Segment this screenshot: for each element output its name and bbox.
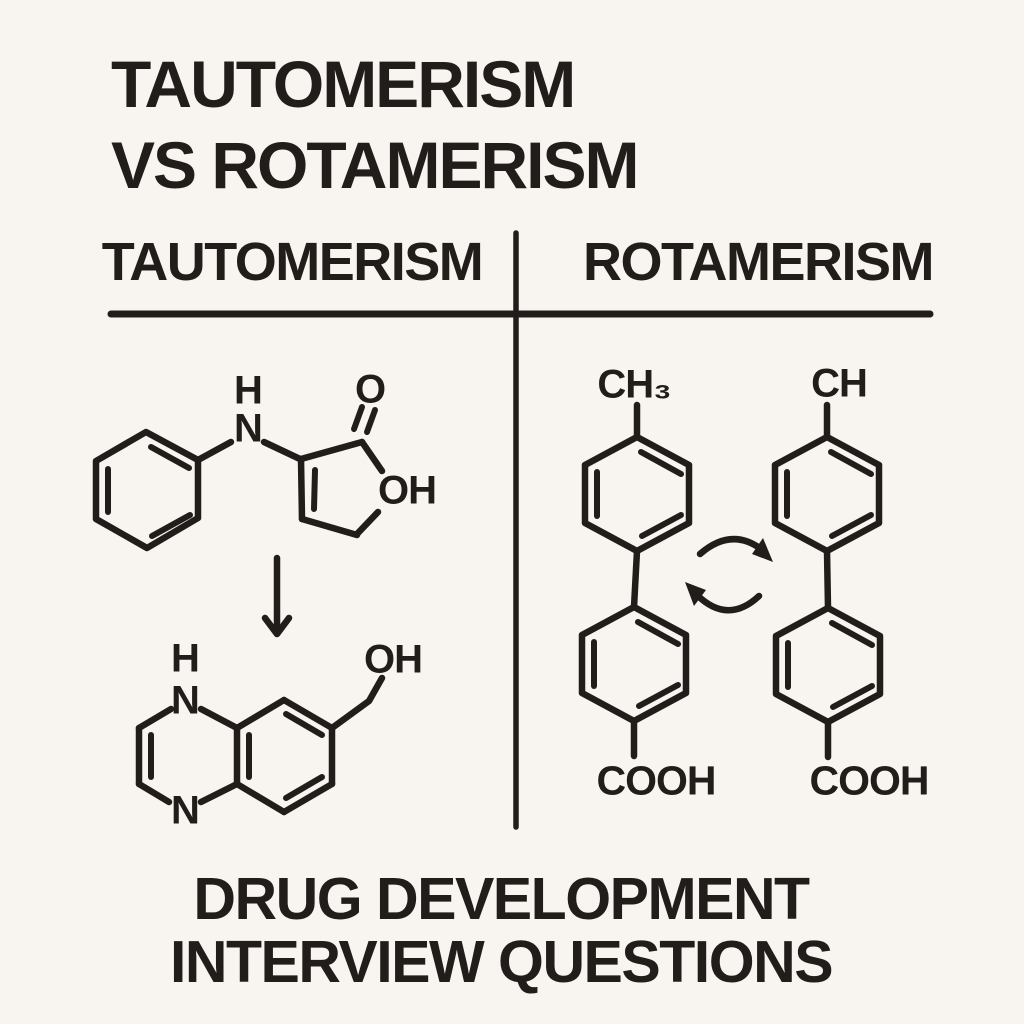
rotamer-b-cooh-label: COOH (809, 757, 930, 804)
rotamer-a-cooh-label: COOH (596, 757, 717, 804)
poster-title: TAUTOMERISM VS ROTAMERISM (111, 44, 639, 206)
caption-line-1: DRUG DEVELOPMENT (193, 866, 810, 932)
furanone-ring (297, 404, 386, 539)
title-line-2: VS ROTAMERISM (111, 128, 639, 202)
caption-line-2: INTERVIEW QUESTIONS (169, 929, 834, 995)
rotamer-a-ch3-label: CH₃ (597, 362, 671, 407)
amine-bonds (194, 438, 304, 464)
down-arrow-icon (261, 554, 293, 638)
column-header-tautomerism: TAUTOMERISM (101, 232, 484, 292)
quinoxaline-bicyclic (135, 674, 386, 816)
biphenyl-rotamer-a (578, 401, 693, 760)
amine-h-label: H (234, 368, 263, 413)
biphenyl-rotamer-b (771, 401, 884, 761)
n-bottom-label: N (171, 788, 200, 833)
rotation-arrows-icon (685, 535, 773, 614)
carbonyl-o-label: O (354, 367, 386, 412)
amine-n-label: N (234, 406, 263, 451)
n-top-label: N (171, 678, 200, 723)
hydroxymethyl-oh-label: OH (364, 637, 423, 682)
phenyl-ring (92, 428, 202, 552)
rotamer-b-ch-label: CH (811, 361, 868, 406)
nh-h-label: H (171, 636, 200, 681)
ring-oh-label: OH (378, 468, 437, 513)
title-line-1: TAUTOMERISM (111, 47, 576, 121)
column-header-rotamerism: ROTAMERISM (583, 232, 934, 292)
